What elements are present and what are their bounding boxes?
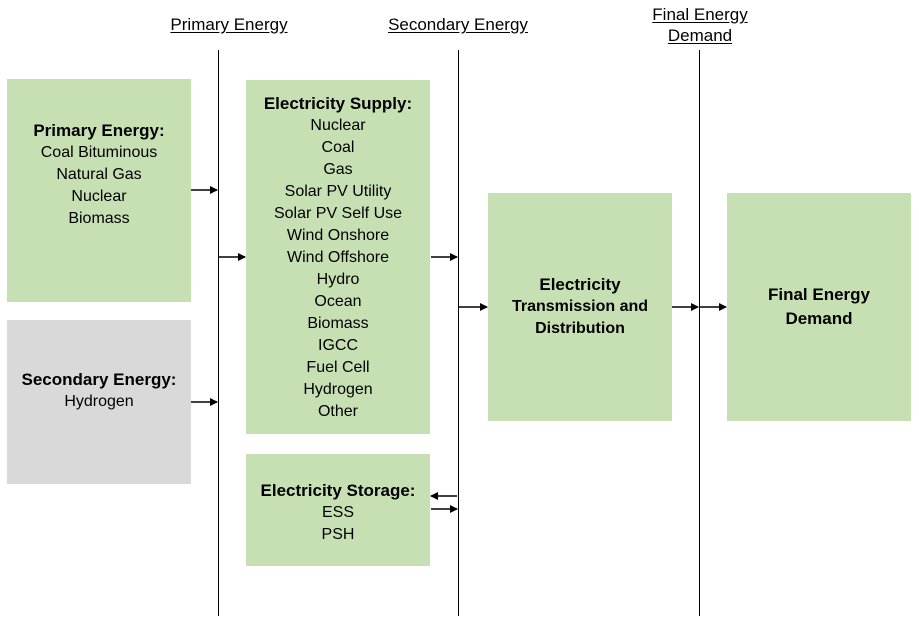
secondary-energy-title: Secondary Energy: xyxy=(21,370,177,389)
transmission-distribution-box: Electricity Transmission and Distributio… xyxy=(488,193,672,421)
electricity-supply-title: Electricity Supply: xyxy=(263,94,413,113)
primary-energy-boundary-line xyxy=(218,50,219,616)
header-final-energy-demand: Final Energy Demand xyxy=(652,5,748,45)
list-item: Natural Gas xyxy=(56,165,142,183)
primary-energy-title: Primary Energy: xyxy=(33,120,165,140)
list-item: PSH xyxy=(321,526,355,543)
list-item: Hydro xyxy=(316,271,360,288)
final-energy-demand-title: Final Energy Demand xyxy=(767,285,871,328)
list-item: Wind Onshore xyxy=(286,227,390,244)
transmission-subtitle: Transmission and Distribution xyxy=(511,298,649,337)
list-item: Hydrogen xyxy=(64,393,134,410)
header-secondary-energy: Secondary Energy xyxy=(388,15,528,34)
list-item: Solar PV Self Use xyxy=(273,205,403,222)
secondary-energy-box: Secondary Energy: Hydrogen xyxy=(7,320,191,484)
final-demand-boundary-line xyxy=(699,50,700,616)
list-item: Nuclear xyxy=(71,187,127,205)
list-item: Wind Offshore xyxy=(287,249,389,266)
list-item: Fuel Cell xyxy=(306,359,370,376)
electricity-storage-title: Electricity Storage: xyxy=(260,481,416,500)
electricity-supply-box: Electricity Supply: Nuclear Coal Gas Sol… xyxy=(246,80,430,434)
list-item: Gas xyxy=(323,161,353,178)
list-item: Solar PV Utility xyxy=(284,183,392,200)
secondary-energy-boundary-line xyxy=(458,50,459,616)
list-item: Coal xyxy=(321,139,355,156)
list-item: Biomass xyxy=(68,209,130,227)
list-item: Other xyxy=(317,403,358,420)
header-primary-energy: Primary Energy xyxy=(170,15,288,34)
list-item: ESS xyxy=(321,504,354,521)
list-item: Ocean xyxy=(314,293,362,310)
list-item: Hydrogen xyxy=(303,381,373,398)
final-energy-demand-box: Final Energy Demand xyxy=(727,193,911,421)
list-item: Biomass xyxy=(307,315,369,332)
list-item: Nuclear xyxy=(310,117,366,134)
electricity-storage-box: Electricity Storage: ESS PSH xyxy=(246,454,430,566)
list-item: Coal Bituminous xyxy=(40,143,158,161)
primary-energy-box: Primary Energy: Coal Bituminous Natural … xyxy=(7,79,191,302)
list-item: IGCC xyxy=(318,337,358,354)
transmission-title: Electricity xyxy=(539,275,621,294)
